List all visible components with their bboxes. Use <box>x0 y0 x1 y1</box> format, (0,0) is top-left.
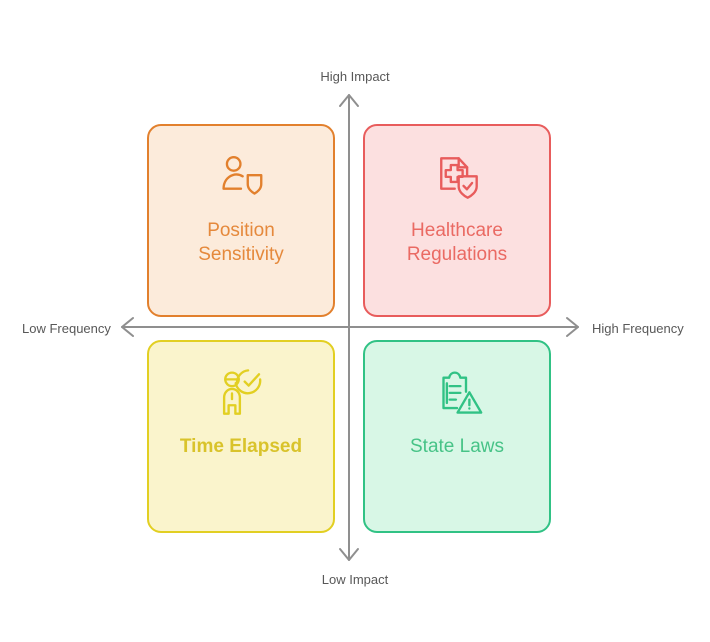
quadrant-title-line-1: State Laws <box>410 436 504 457</box>
quadrant-title-line-2: Sensitivity <box>198 244 284 265</box>
quadrant-card-state-laws[interactable]: State Laws <box>363 340 551 533</box>
quadrant-title: Time Elapsed <box>170 435 312 459</box>
right-arrow-head <box>566 317 579 337</box>
quadrant-title-line-1: Position <box>207 220 275 241</box>
quadrant-title: Healthcare Regulations <box>397 219 517 267</box>
quadrant-card-position-sensitivity[interactable]: Position Sensitivity <box>147 124 335 317</box>
medical-document-shield-check-icon <box>430 149 484 207</box>
person-shield-icon <box>214 149 268 207</box>
axis-label-low-frequency: Low Frequency <box>22 321 111 336</box>
axis-label-high-frequency: High Frequency <box>592 321 684 336</box>
quadrant-card-time-elapsed[interactable]: Time Elapsed <box>147 340 335 533</box>
quadrant-title-line-1: Time Elapsed <box>179 436 303 457</box>
up-arrow-head <box>339 94 359 107</box>
left-arrow-head <box>121 317 134 337</box>
axis-label-high-impact: High Impact <box>320 69 390 84</box>
quadrant-title: State Laws <box>400 435 514 459</box>
axis-label-low-impact: Low Impact <box>321 572 389 587</box>
down-arrow-head <box>339 548 359 561</box>
clipboard-warning-icon <box>430 365 484 423</box>
worker-check-icon <box>214 365 268 423</box>
quadrant-title-line-1: Healthcare <box>411 220 503 241</box>
quadrant-card-healthcare-regulations[interactable]: Healthcare Regulations <box>363 124 551 317</box>
quadrant-title-line-2: Regulations <box>406 244 508 265</box>
quadrant-title: Position Sensitivity <box>188 219 294 267</box>
